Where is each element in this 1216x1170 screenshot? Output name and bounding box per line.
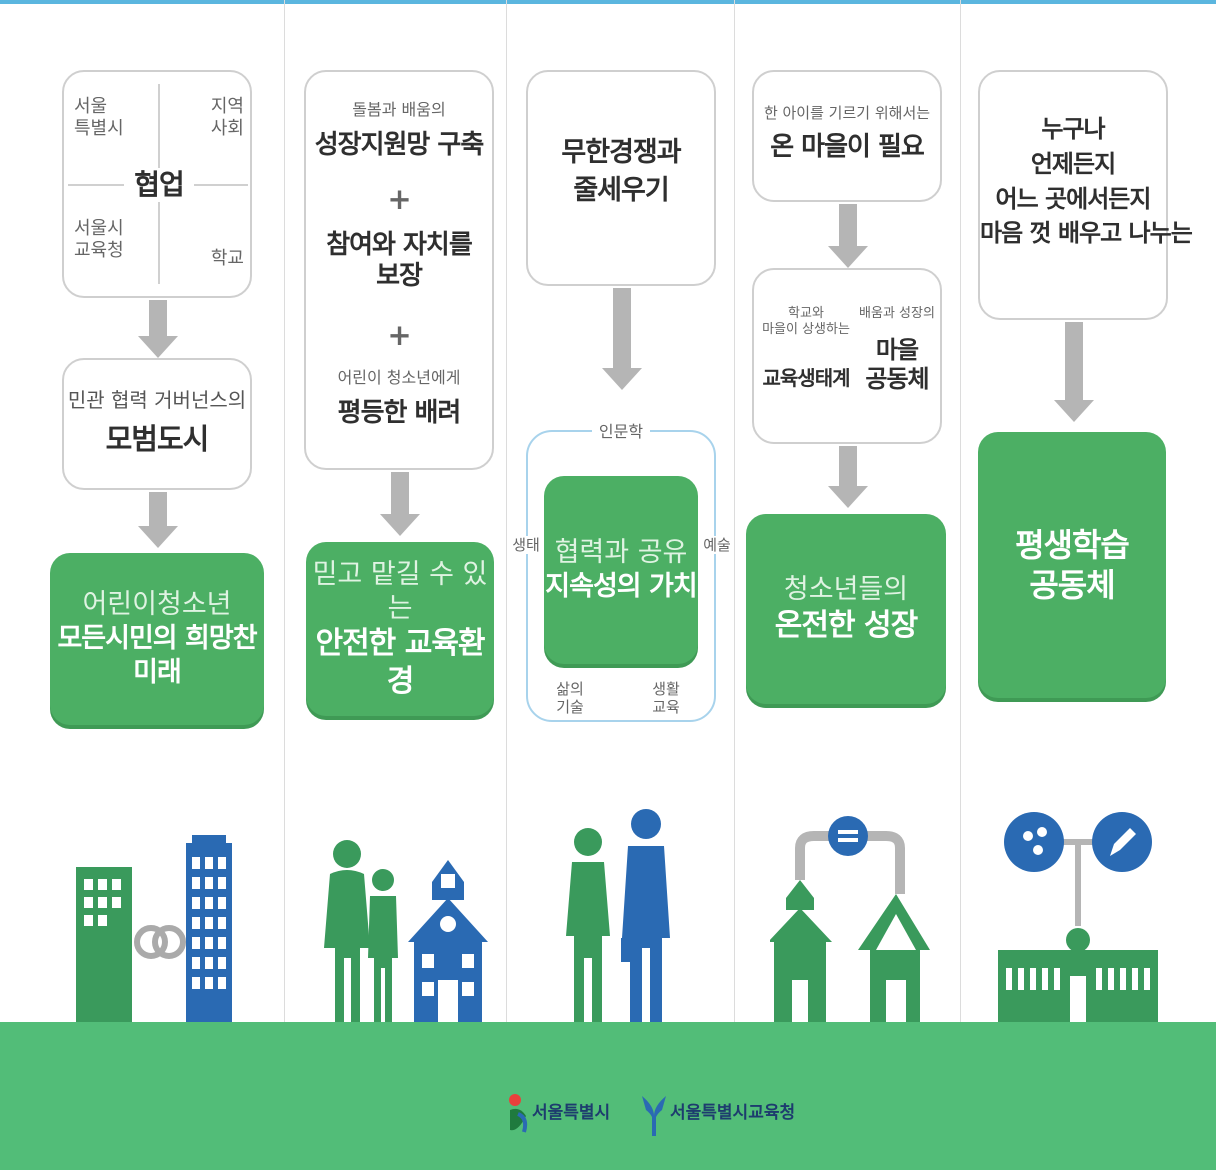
plus-sign: + (387, 182, 411, 216)
library-icon (998, 812, 1158, 1022)
logo-seoul-city-text: 서울특별시 (532, 1103, 611, 1123)
column-divider (734, 0, 735, 1025)
top-accent-line (0, 0, 1216, 4)
result-line2: 공동체 (1029, 566, 1115, 604)
governance-box: 민관 협력 거버넌스의 모범도시 (62, 358, 252, 490)
building-icon (76, 835, 232, 1025)
result-line2: 지속성의 가치 (545, 571, 697, 602)
corner-community: 지역 사회 (210, 96, 244, 139)
ring-label-humanities: 인문학 (592, 422, 650, 442)
result-box-sustainability: 협력과 공유 지속성의 가치 (544, 476, 698, 664)
result-line2: 온전한 성장 (774, 608, 918, 644)
arrow-down (380, 472, 420, 536)
ecosystem-big: 교육생태계 (762, 366, 851, 390)
community-big: 마을 공동체 (865, 336, 929, 393)
ring-label-arts: 예술 (702, 536, 732, 554)
education-office-logo-icon (642, 1096, 666, 1136)
support-big: 성장지원망 구축 (314, 130, 485, 160)
support-box: 돌봄과 배움의 성장지원망 구축 + 참여와 자치를 보장 + 어린이 청소년에… (304, 70, 494, 470)
seoul-logo-icon (509, 1094, 528, 1133)
village-small: 한 아이를 기르기 위해서는 (763, 104, 931, 122)
result-line1: 평생학습 (1015, 526, 1130, 564)
arrow-down (828, 204, 868, 268)
arrow-down (138, 492, 178, 548)
community-small: 배움과 성장의 (859, 306, 935, 321)
village-big: 온 마을이 필요 (770, 132, 925, 162)
logo-seoul-education-text: 서울특별시교육청 (670, 1103, 796, 1123)
result-line2: 안전한 교육환경 (315, 626, 485, 699)
column-divider (960, 0, 961, 1025)
lifelong-text: 누구나 언제든지 어느 곳에서든지 마음 껏 배우고 나누는 (980, 115, 1193, 248)
collaboration-box: 서울 특별시 지역 사회 서울시 교육청 학교 협업 (62, 70, 252, 298)
school-icon (408, 860, 488, 1022)
governance-big: 모범도시 (105, 422, 210, 456)
corner-education-office: 서울시 교육청 (74, 218, 124, 261)
column-divider (506, 0, 507, 1025)
ecosystem-box: 학교와 마을이 상생하는 교육생태계 배움과 성장의 마을 공동체 (752, 268, 942, 444)
arrow-down (138, 300, 178, 358)
people-icon (324, 840, 398, 1022)
village-box: 한 아이를 기르기 위해서는 온 마을이 필요 (752, 70, 942, 202)
business-people-icon (566, 809, 670, 1022)
corner-seoul-city: 서울 특별시 (74, 96, 124, 139)
result-box-growth: 청소년들의 온전한 성장 (746, 514, 946, 704)
ring-label-life-skills: 삶의 기술 (552, 680, 588, 716)
competition-text: 무한경쟁과 줄세우기 (561, 137, 681, 206)
result-line1: 협력과 공유 (554, 537, 688, 569)
lifelong-box: 누구나 언제든지 어느 곳에서든지 마음 껏 배우고 나누는 (978, 70, 1193, 320)
result-box-lifelong-learning: 평생학습 공동체 (978, 432, 1166, 698)
ecosystem-small: 학교와 마을이 상생하는 (762, 306, 850, 337)
school-house-icon (770, 816, 930, 1022)
corner-school: 학교 (210, 248, 244, 269)
result-line1: 어린이청소년 (82, 589, 232, 621)
arrow-down (1054, 322, 1094, 422)
support-small: 돌봄과 배움의 (352, 100, 446, 119)
result-box-safe-environment: 믿고 맡길 수 있는 안전한 교육환경 (306, 542, 494, 716)
participation-big: 참여와 자치를 보장 (326, 230, 473, 292)
governance-small: 민관 협력 거버넌스의 (67, 388, 247, 412)
result-box-future: 어린이청소년 모든시민의 희망찬 미래 (50, 553, 264, 725)
collab-center-label: 협업 (124, 168, 194, 202)
column-divider (284, 0, 285, 1025)
result-line1: 청소년들의 (783, 574, 909, 606)
result-line2: 모든시민의 희망찬 미래 (57, 623, 257, 688)
link-icon (134, 925, 186, 959)
ring-label-ecology: 생태 (512, 536, 540, 554)
arrow-down (602, 288, 642, 390)
footer-band (0, 1022, 1216, 1170)
plus-sign: + (387, 318, 411, 352)
equality-small: 어린이 청소년에게 (337, 368, 461, 387)
equality-big: 평등한 배려 (337, 398, 462, 428)
result-line1: 믿고 맡길 수 있는 (312, 558, 488, 624)
ring-label-life-education: 생활 교육 (648, 680, 684, 716)
competition-box: 무한경쟁과 줄세우기 (526, 70, 716, 286)
arrow-down (828, 446, 868, 508)
